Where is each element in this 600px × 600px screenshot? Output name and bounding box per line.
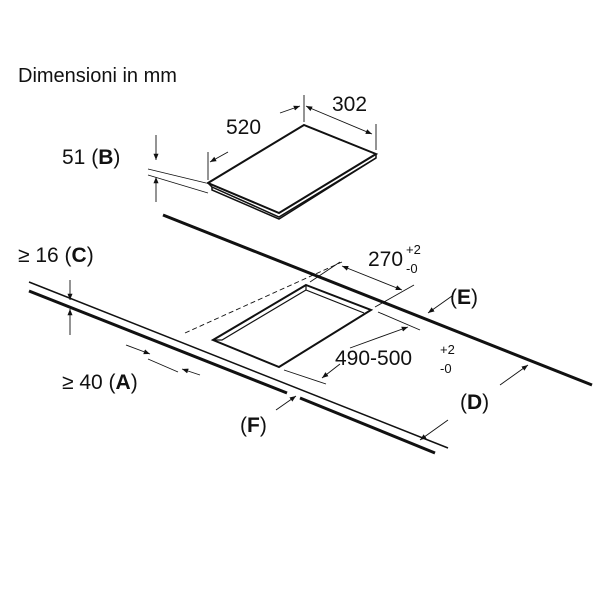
- letter-a: A: [116, 371, 131, 394]
- label-f: (F): [240, 414, 267, 437]
- label-e: (E): [450, 286, 478, 309]
- cutout-width-tol-plus: +2: [406, 242, 421, 257]
- hob-dimension-lines: [147, 95, 377, 202]
- cutout-depth-tol-minus: -0: [440, 361, 452, 376]
- letter-c: C: [72, 244, 87, 267]
- hob-width-label: 302: [332, 93, 367, 116]
- min-thickness-label: ≥ 16 (C): [18, 244, 94, 267]
- cutout-depth-label: 490-500: [335, 347, 412, 370]
- hob: [205, 123, 379, 220]
- cutout-dimension-lines: [67, 261, 529, 441]
- cutout-depth-tol-plus: +2: [440, 342, 455, 357]
- label-d: (D): [460, 391, 489, 414]
- hob-depth-label: 520: [226, 116, 261, 139]
- countertop: [28, 213, 593, 455]
- min-distance-label: ≥ 40 (A): [62, 371, 138, 394]
- cutout-width-label: 270: [368, 248, 403, 271]
- cutout-width-tol-minus: -0: [406, 261, 418, 276]
- hob-height-label: 51 (B): [62, 146, 120, 169]
- diagram-title: Dimensioni in mm: [18, 65, 177, 87]
- hob-height-value: 51: [62, 146, 85, 169]
- letter-b: B: [98, 146, 113, 169]
